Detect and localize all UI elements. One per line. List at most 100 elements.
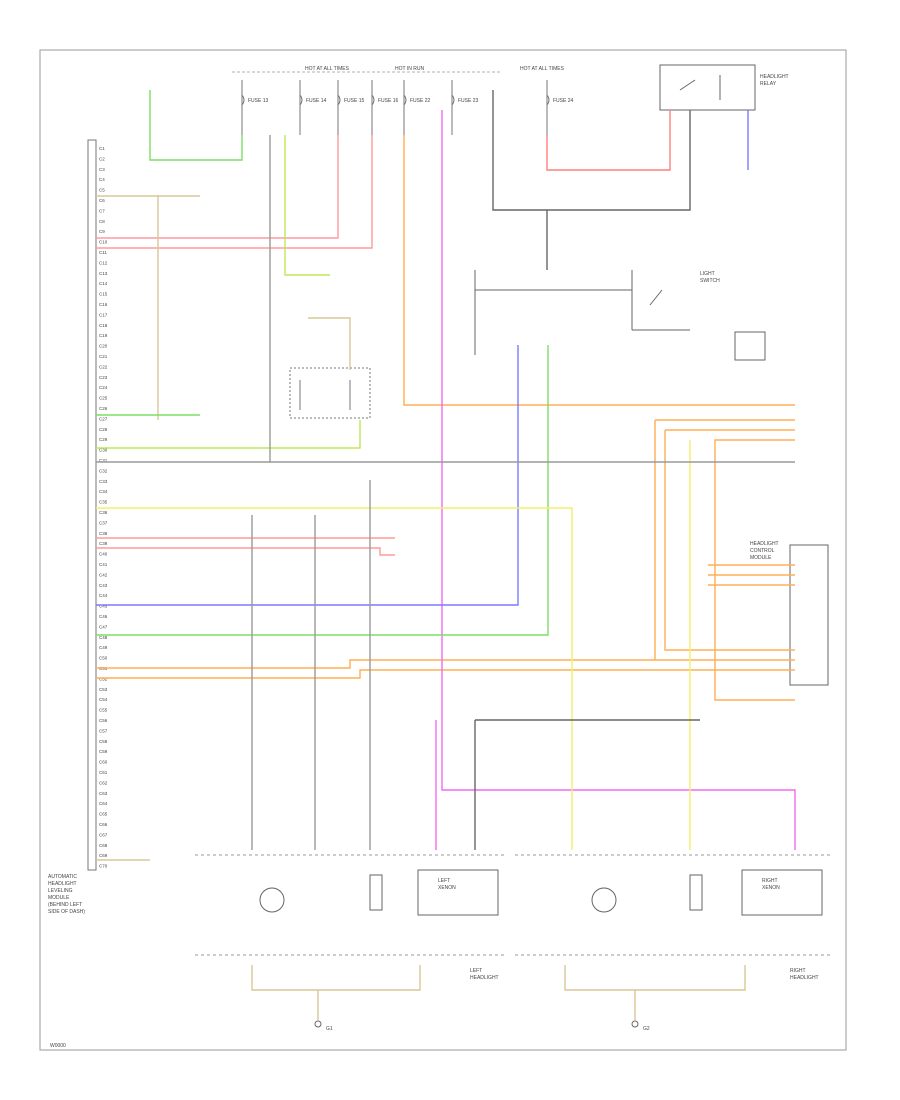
pin-label: C66 xyxy=(99,822,108,827)
fuse-label: FUSE 24 xyxy=(553,98,574,104)
pin-label: C63 xyxy=(99,791,108,796)
pin-label: C53 xyxy=(99,687,108,692)
pin-label: C17 xyxy=(99,312,108,317)
pin-label: C3 xyxy=(99,167,105,172)
pin-label: C11 xyxy=(99,250,107,255)
right-control-unit xyxy=(741,869,823,916)
left-module-label-line: MODULE xyxy=(48,895,70,901)
fuse: FUSE 24 xyxy=(546,80,574,135)
pin-label: C8 xyxy=(99,219,105,224)
pin-label: C26 xyxy=(99,406,108,411)
pin-label: C4 xyxy=(99,177,105,182)
wire-gray xyxy=(492,90,691,211)
pin-label: C37 xyxy=(99,520,108,525)
pin-label: C41 xyxy=(99,562,108,567)
pin-label: C61 xyxy=(99,770,108,775)
diagram-border xyxy=(39,49,847,1051)
light-switch: LIGHT SWITCH xyxy=(474,270,720,355)
wire-blue xyxy=(96,345,519,606)
pin-label: C6 xyxy=(99,198,105,203)
pin-label: C25 xyxy=(99,396,108,401)
headlight-control-module: HEADLIGHT CONTROL MODULE xyxy=(750,541,829,686)
relay-module-middle xyxy=(289,367,371,419)
pin-label: C59 xyxy=(99,749,108,754)
right-lamp-label: RIGHT xyxy=(762,878,778,884)
pin-label: C55 xyxy=(99,708,108,713)
pin-label: C56 xyxy=(99,718,108,723)
left-control-unit xyxy=(417,869,499,916)
pin-label: C31 xyxy=(99,458,108,463)
pin-label: C48 xyxy=(99,635,108,640)
wire-yellow xyxy=(96,507,573,850)
fuse-label: FUSE 15 xyxy=(344,98,365,104)
left-module-label-line: AUTOMATIC xyxy=(48,874,77,880)
left-headlight-assembly: LEFT XENON LEFT HEADLIGHT xyxy=(195,854,505,981)
pin-label: C58 xyxy=(99,739,108,744)
header-hot-at-all-times-2: HOT AT ALL TIMES xyxy=(520,66,565,72)
pin-label: C39 xyxy=(99,541,108,546)
pin-label: C7 xyxy=(99,208,105,213)
pin-label: C15 xyxy=(99,292,108,297)
left-lamp-label: XENON xyxy=(438,885,456,891)
pin-label: C62 xyxy=(99,780,108,785)
pin-label: C54 xyxy=(99,697,108,702)
right-module-label: HEADLIGHT xyxy=(750,541,779,547)
header-hot-in-run: HOT IN RUN xyxy=(395,66,424,72)
pin-label: C9 xyxy=(99,229,105,234)
wire-red xyxy=(96,135,339,239)
top-headers: HOT AT ALL TIMES HOT IN RUN HOT AT ALL T… xyxy=(232,66,565,73)
pin-label: C14 xyxy=(99,281,108,286)
left-pin-labels: C1C2C3C4C5C6C7C8C9C10C11C12C13C14C15C16C… xyxy=(99,146,108,869)
ground-label: G1 xyxy=(326,1026,333,1032)
wire-red xyxy=(546,110,671,171)
relay-label: RELAY xyxy=(760,81,777,87)
wire-green xyxy=(96,345,549,636)
left-module-label-line: HEADLIGHT xyxy=(48,881,77,887)
fuse: FUSE 22 xyxy=(403,80,431,135)
pin-label: C16 xyxy=(99,302,108,307)
header-hot-at-all-times: HOT AT ALL TIMES xyxy=(305,66,350,72)
pin-label: C43 xyxy=(99,583,108,588)
pin-label: C24 xyxy=(99,385,108,390)
pin-label: C19 xyxy=(99,333,108,338)
pin-label: C34 xyxy=(99,489,108,494)
fuse-block: FUSE 13 FUSE 14 FUSE 15 FUSE 16 FUSE 22 … xyxy=(241,80,574,135)
switch-label: SWITCH xyxy=(700,278,720,284)
bulb-icon xyxy=(591,887,617,913)
fuse-label: FUSE 13 xyxy=(248,98,269,104)
left-module-label: AUTOMATIC HEADLIGHT LEVELING MODULE (BEH… xyxy=(48,874,85,915)
wire-magenta xyxy=(441,110,796,850)
left-module-label-line: LEVELING xyxy=(48,888,73,894)
left-module-label-line: (BEHIND LEFT xyxy=(48,902,82,908)
fuse-label: FUSE 23 xyxy=(458,98,479,104)
fuse: FUSE 23 xyxy=(451,80,479,135)
bulb-icon xyxy=(259,887,285,913)
ground-icon: G1 xyxy=(314,1020,333,1032)
pin-label: C52 xyxy=(99,676,108,681)
figure-code: W0000 xyxy=(50,1043,66,1049)
wire-lightgreen xyxy=(284,135,330,276)
pin-label: C42 xyxy=(99,572,108,577)
pin-label: C27 xyxy=(99,416,108,421)
right-assembly-label: RIGHT xyxy=(790,968,806,974)
pin-label: C50 xyxy=(99,656,108,661)
pin-label: C21 xyxy=(99,354,108,359)
pin-label: C65 xyxy=(99,812,108,817)
pin-label: C28 xyxy=(99,427,108,432)
right-lamp-label: XENON xyxy=(762,885,780,891)
pin-label: C23 xyxy=(99,375,108,380)
pin-label: C12 xyxy=(99,260,108,265)
fuse-label: FUSE 14 xyxy=(306,98,327,104)
ground-label: G2 xyxy=(643,1026,650,1032)
pin-label: C1 xyxy=(99,146,105,151)
pin-label: C32 xyxy=(99,468,108,473)
small-component-box xyxy=(734,331,766,361)
pin-label: C30 xyxy=(99,448,108,453)
pin-label: C13 xyxy=(99,271,108,276)
left-lamp-label: LEFT xyxy=(438,878,450,884)
pin-label: C2 xyxy=(99,156,105,161)
wire-tan xyxy=(564,965,746,991)
wire-red xyxy=(96,135,373,249)
wire-lightgreen xyxy=(96,420,361,449)
